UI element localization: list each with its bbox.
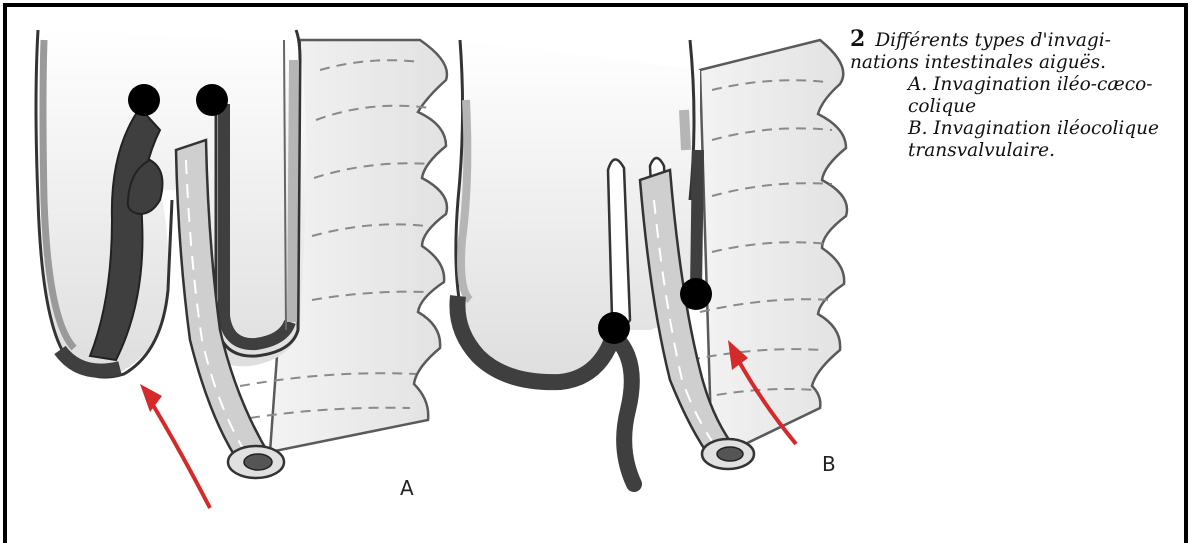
- apex-dot-a2: [196, 84, 228, 116]
- panel-a: [36, 30, 447, 508]
- caption-item-b-line1: B. Invagination iléocolique: [908, 118, 1190, 140]
- caption-item-b-line2: transvalvulaire.: [908, 140, 1190, 162]
- arrow-a: [140, 384, 210, 508]
- figure-caption: 2 Différents types d'invagi- nations inte…: [850, 28, 1190, 162]
- mesentery-b: [700, 40, 847, 460]
- caption-item-a-line1: A. Invagination iléo-cæco-: [908, 74, 1190, 96]
- apex-dot-b2: [680, 278, 712, 310]
- caption-title-line2: nations intestinales aiguës.: [850, 52, 1190, 74]
- caption-item-a-line2: colique: [908, 96, 1190, 118]
- apex-dot-b1: [598, 312, 630, 344]
- panel-label-a: A: [400, 476, 414, 500]
- figure-number: 2: [850, 26, 865, 52]
- panel-label-b: B: [822, 452, 836, 476]
- caption-title-line1: Différents types d'invagi-: [875, 30, 1111, 51]
- panel-b: [456, 40, 847, 484]
- apex-dot-a1: [128, 84, 160, 116]
